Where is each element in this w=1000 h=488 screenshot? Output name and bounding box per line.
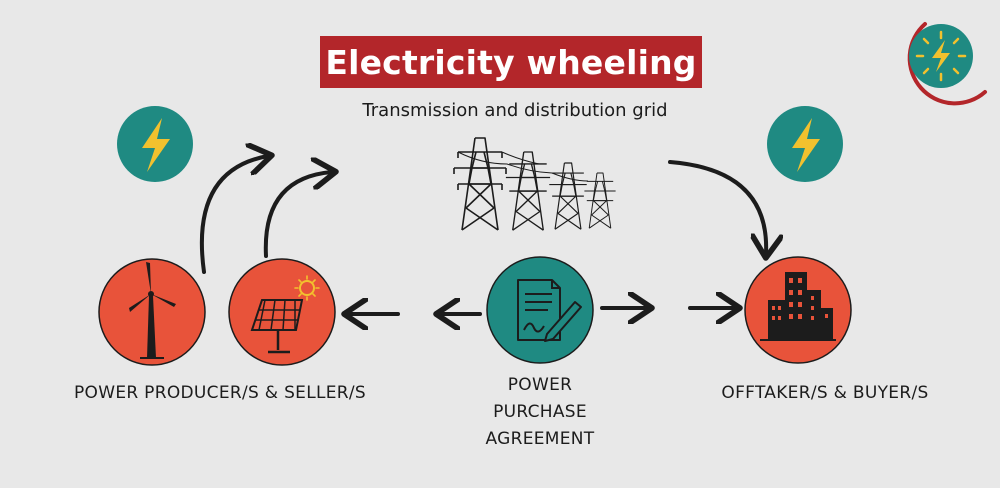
- page-title: Electricity wheeling: [320, 36, 702, 88]
- arrow-grid-to-offtaker: [668, 160, 766, 254]
- grid-subtitle: Transmission and distribution grid: [362, 100, 668, 121]
- arrow-wind-to-grid: [199, 156, 268, 274]
- offtaker-lightning-bolt-icon: [767, 106, 843, 182]
- city-buildings-icon: [744, 256, 852, 364]
- ppa-label: POWER PURCHASE AGREEMENT: [470, 372, 610, 453]
- wind-turbine-icon: [98, 258, 206, 366]
- producer-lightning-bolt-icon: [117, 106, 193, 182]
- lightning-logo-icon: [907, 22, 987, 106]
- transmission-towers-icon: [453, 137, 616, 231]
- producer-label: POWER PRODUCER/S & SELLER/S: [73, 383, 367, 403]
- ppa-label-line-2: PURCHASE: [493, 402, 587, 422]
- contract-signing-icon: [486, 256, 594, 364]
- offtaker-label: OFFTAKER/S & BUYER/S: [721, 383, 929, 403]
- arrow-solar-to-grid: [263, 172, 332, 258]
- solar-panel-icon: [228, 258, 336, 366]
- flow-arrows: [199, 156, 766, 314]
- ppa-label-line-3: AGREEMENT: [485, 429, 595, 449]
- ppa-label-line-1: POWER: [507, 375, 573, 395]
